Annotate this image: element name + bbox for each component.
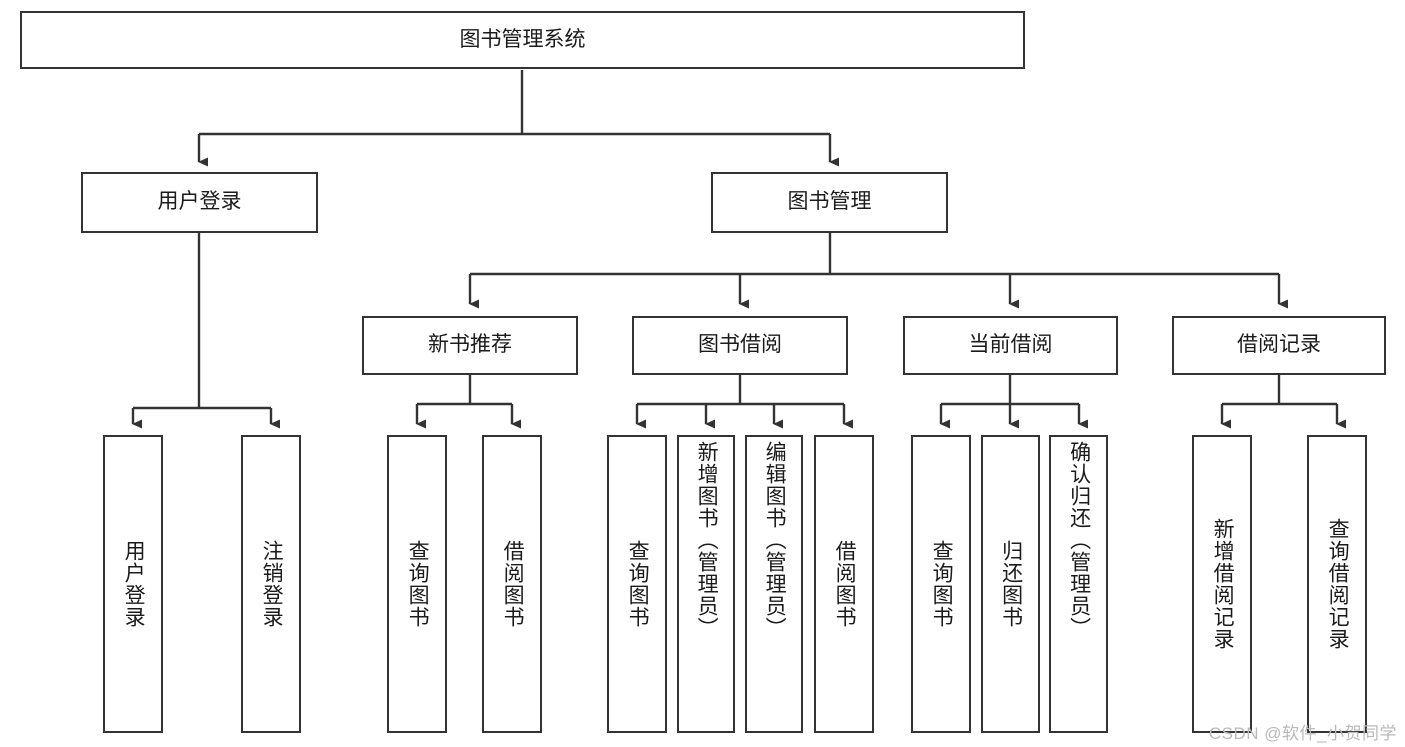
node-leaf-query-book-3[interactable]: 查询图书	[911, 435, 971, 733]
node-leaf-add-book[interactable]: 新增图书（管理员）	[677, 435, 735, 733]
node-borrow-record[interactable]: 借阅记录	[1172, 316, 1386, 375]
node-label: 当前借阅	[968, 333, 1053, 357]
node-label: 图书借阅	[698, 333, 782, 357]
node-leaf-borrow-book-2[interactable]: 借阅图书	[814, 435, 874, 733]
node-leaf-confirm-return[interactable]: 确认归还（管理员）	[1049, 435, 1108, 733]
node-current-borrow[interactable]: 当前借阅	[903, 316, 1118, 375]
node-leaf-add-record[interactable]: 新增借阅记录	[1192, 435, 1252, 733]
node-label: 用户登录	[122, 540, 146, 628]
node-label: 新增图书（管理员）	[695, 441, 719, 639]
node-label: 查询借阅记录	[1326, 518, 1350, 650]
csdn-watermark: CSDN @软件_小贺同学	[1208, 724, 1397, 743]
node-leaf-edit-book[interactable]: 编辑图书（管理员）	[745, 435, 803, 733]
node-user-login[interactable]: 用户登录	[81, 172, 318, 233]
node-leaf-borrow-book-1[interactable]: 借阅图书	[482, 435, 542, 733]
node-leaf-user-login[interactable]: 用户登录	[103, 435, 163, 733]
node-leaf-user-logout[interactable]: 注销登录	[241, 435, 301, 733]
node-label: 借阅记录	[1237, 333, 1321, 357]
node-root-system[interactable]: 图书管理系统	[20, 11, 1025, 69]
node-label: 用户登录	[157, 190, 242, 214]
node-label: 借阅图书	[501, 540, 525, 628]
node-label: 查询图书	[406, 540, 430, 628]
node-label: 编辑图书（管理员）	[763, 441, 787, 639]
node-label: 图书管理	[787, 190, 872, 214]
node-label: 图书管理系统	[459, 27, 586, 51]
node-label: 查询图书	[626, 540, 650, 628]
node-label: 确认归还（管理员）	[1067, 441, 1091, 639]
node-leaf-return-book[interactable]: 归还图书	[981, 435, 1040, 733]
node-label: 借阅图书	[833, 540, 857, 628]
node-new-book-recommend[interactable]: 新书推荐	[362, 316, 578, 375]
node-leaf-query-record[interactable]: 查询借阅记录	[1307, 435, 1367, 733]
node-label: 新书推荐	[428, 333, 512, 357]
node-label: 注销登录	[260, 540, 284, 628]
node-book-borrow[interactable]: 图书借阅	[632, 316, 848, 375]
node-book-manage[interactable]: 图书管理	[711, 172, 948, 233]
node-label: 新增借阅记录	[1211, 518, 1235, 650]
node-leaf-query-book-2[interactable]: 查询图书	[607, 435, 667, 733]
node-label: 查询图书	[930, 540, 954, 628]
node-leaf-query-book-1[interactable]: 查询图书	[387, 435, 447, 733]
node-label: 归还图书	[999, 540, 1023, 628]
